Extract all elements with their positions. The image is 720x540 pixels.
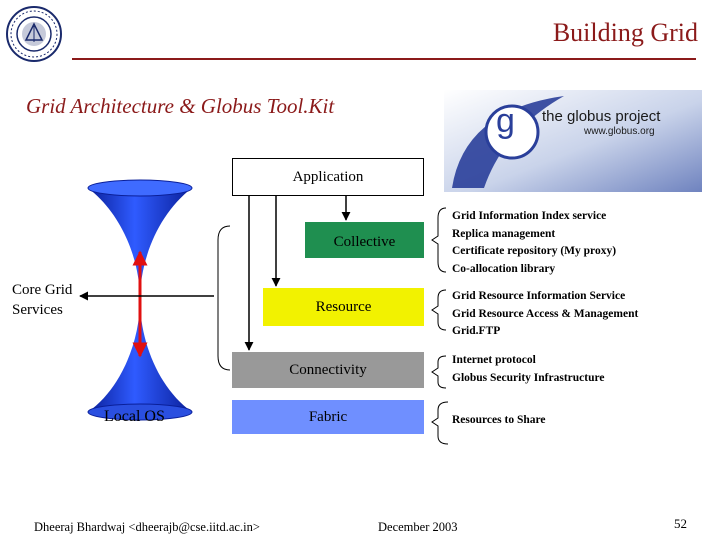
connectivity-brace bbox=[431, 355, 447, 389]
collective-brace bbox=[431, 207, 447, 273]
globus-logo-icon bbox=[444, 90, 702, 192]
service-item: Grid Resource Information Service bbox=[452, 290, 626, 302]
iit-delhi-seal-icon bbox=[6, 6, 62, 62]
collective-services-list: Grid Information Index service Replica m… bbox=[452, 208, 616, 278]
globus-project-name: the globus project bbox=[542, 108, 661, 125]
layer-application-label: Application bbox=[292, 168, 364, 185]
layer-resource-label: Resource bbox=[315, 298, 372, 315]
page-number: 52 bbox=[674, 516, 687, 531]
title-divider bbox=[72, 58, 696, 60]
layer-application: Application bbox=[232, 158, 424, 196]
globus-logo-banner: g the globus project www.globus.org bbox=[444, 90, 702, 192]
layer-fabric: Fabric bbox=[232, 400, 424, 434]
slide-title: Building Grid bbox=[552, 18, 698, 47]
service-item: Grid.FTP bbox=[452, 325, 501, 337]
fabric-services-list: Resources to Share bbox=[452, 412, 545, 430]
core-label-line2: Services bbox=[12, 302, 63, 318]
slide-subtitle: Grid Architecture & Globus Tool.Kit bbox=[26, 94, 335, 118]
globus-logo-letter: g bbox=[496, 102, 515, 140]
layer-resource: Resource bbox=[263, 288, 424, 326]
service-item: Co-allocation library bbox=[452, 262, 556, 275]
layer-connectivity: Connectivity bbox=[232, 352, 424, 388]
resource-services-list: Grid Resource Information Service Grid R… bbox=[452, 288, 638, 341]
local-os-label: Local OS bbox=[104, 408, 165, 425]
service-item: Certificate repository (My proxy) bbox=[452, 245, 617, 257]
service-item: Globus Security Infrastructure bbox=[452, 371, 605, 384]
layer-connectivity-label: Connectivity bbox=[289, 361, 367, 378]
service-item: Grid Resource Access & Management bbox=[452, 307, 639, 320]
core-label-line1: Core Grid bbox=[12, 282, 73, 298]
layer-fabric-label: Fabric bbox=[308, 408, 348, 425]
hourglass-shape bbox=[87, 179, 193, 421]
globus-project-url: www.globus.org bbox=[584, 126, 655, 137]
service-item: Internet protocol bbox=[452, 354, 536, 366]
service-item: Resources to Share bbox=[452, 414, 546, 426]
layer-collective: Collective bbox=[305, 222, 424, 258]
footer-author: Dheeraj Bhardwaj <dheerajb@cse.iitd.ac.i… bbox=[34, 520, 260, 534]
service-item: Replica management bbox=[452, 227, 556, 240]
service-item: Grid Information Index service bbox=[452, 210, 607, 222]
core-grid-services-label: Core Grid Services bbox=[12, 280, 72, 320]
layer-collective-label: Collective bbox=[333, 233, 396, 250]
layers-bracket bbox=[217, 225, 231, 371]
connectivity-services-list: Internet protocol Globus Security Infras… bbox=[452, 352, 604, 387]
footer-date: December 2003 bbox=[378, 520, 458, 534]
fabric-brace bbox=[431, 401, 449, 445]
resource-brace bbox=[431, 289, 447, 331]
